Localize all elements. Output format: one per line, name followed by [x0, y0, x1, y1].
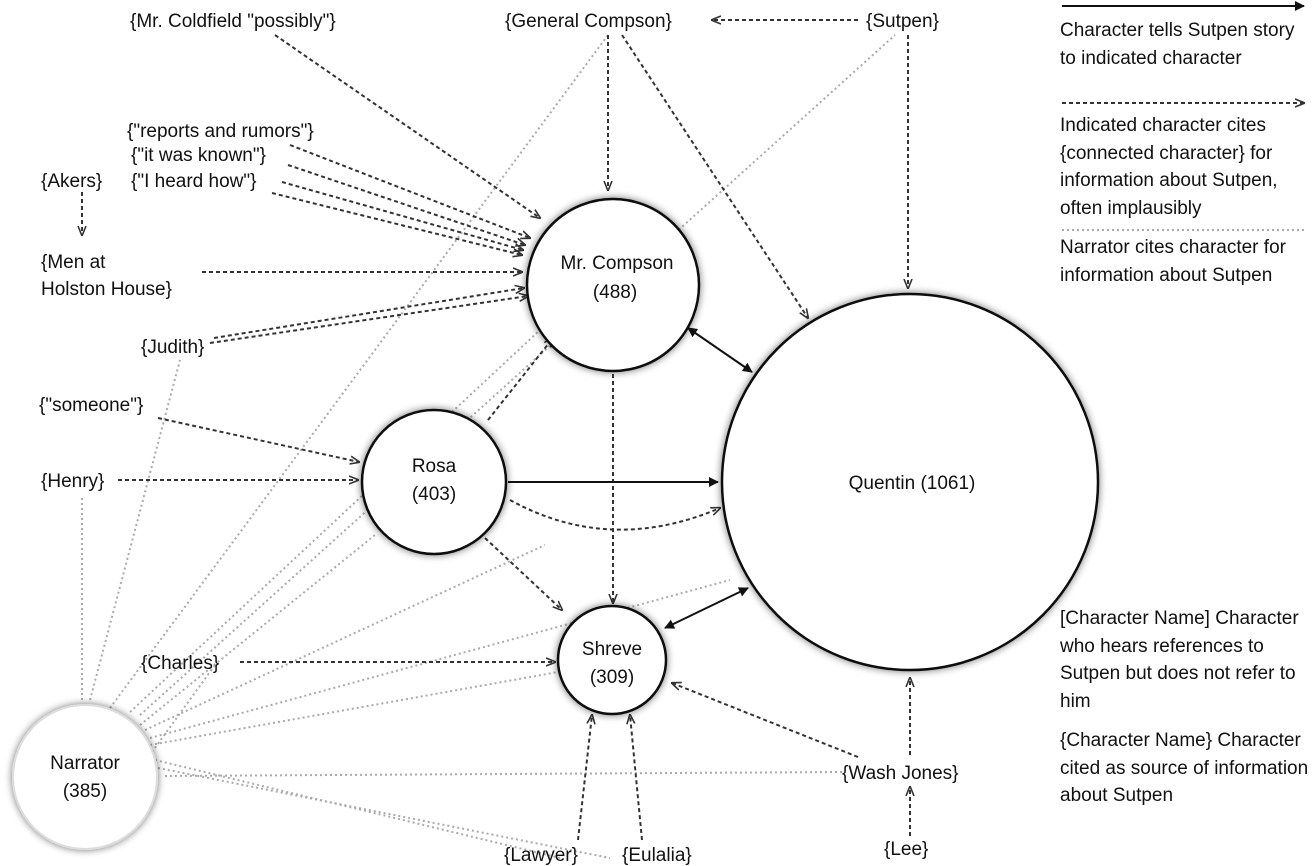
citation-arrows — [82, 20, 910, 841]
rosa-circle — [360, 408, 508, 556]
shreve-count: (309) — [590, 667, 634, 688]
legend-symbols — [1062, 1, 1305, 231]
label-i-heard-how: {"I heard how"} — [131, 171, 256, 192]
label-it-was-known: {"it was known"} — [131, 145, 266, 166]
label-wash-jones: {Wash Jones} — [842, 763, 959, 784]
rosa-name: Rosa — [412, 456, 457, 477]
quentin-circle — [720, 292, 1100, 672]
node-narrator: Narrator (385) — [12, 704, 158, 850]
node-shreve: Shreve (309) — [556, 604, 668, 716]
label-mr-coldfield: {Mr. Coldfield "possibly"} — [130, 11, 336, 32]
narrator-circle — [12, 704, 158, 850]
label-sutpen: {Sutpen} — [866, 11, 939, 32]
legend-bracket-label: [Character Name] Character who hears ref… — [1060, 608, 1299, 712]
label-general-compson: {General Compson} — [505, 11, 672, 32]
legend-dashed-text: Indicated character cites {connected cha… — [1060, 112, 1314, 222]
legend-brace-label: {Character Name} Character cited as sour… — [1060, 730, 1309, 806]
legend-dotted-label: Narrator cites character for information… — [1060, 237, 1286, 286]
node-rosa: Rosa (403) — [360, 408, 508, 556]
legend-dashed-label: Indicated character cites {connected cha… — [1060, 115, 1278, 219]
label-lee: {Lee} — [884, 839, 928, 860]
label-judith: {Judith} — [141, 337, 204, 358]
label-men-at-holston-line1: {Men at — [41, 252, 106, 273]
mr-compson-count: (488) — [593, 282, 637, 303]
mr-compson-circle — [525, 197, 701, 373]
label-lawyer: {Lawyer} — [504, 845, 578, 866]
label-akers: {Akers} — [41, 171, 102, 192]
label-charles: {Charles} — [141, 653, 219, 674]
legend-solid-text: Character tells Sutpen story to indicate… — [1060, 17, 1314, 72]
label-men-at-holston-line2: Holston House} — [41, 279, 172, 300]
label-reports-and-rumors: {"reports and rumors"} — [127, 121, 314, 142]
source-labels: {Mr. Coldfield "possibly"} {General Comp… — [39, 11, 959, 866]
narrator-name: Narrator — [50, 753, 120, 774]
quentin-name: Quentin (1061) — [849, 473, 976, 494]
label-someone: {"someone"} — [39, 395, 143, 416]
legend-bracket-text: [Character Name] Character who hears ref… — [1060, 605, 1314, 715]
legend-dotted-text: Narrator cites character for information… — [1060, 234, 1314, 289]
label-henry: {Henry} — [41, 471, 104, 492]
rosa-count: (403) — [412, 484, 456, 505]
legend-solid-label: Character tells Sutpen story to indicate… — [1060, 20, 1295, 69]
label-eulalia: {Eulalia} — [622, 845, 692, 866]
narrator-count: (385) — [63, 781, 107, 802]
legend-brace-text: {Character Name} Character cited as sour… — [1060, 727, 1314, 810]
node-quentin: Quentin (1061) — [720, 292, 1100, 672]
node-mr-compson: Mr. Compson (488) — [525, 197, 701, 373]
narrator-citation-lines — [81, 34, 896, 859]
tells-story-arrows — [508, 327, 753, 629]
shreve-name: Shreve — [582, 639, 642, 660]
shreve-circle — [556, 604, 668, 716]
mr-compson-name: Mr. Compson — [561, 253, 674, 274]
